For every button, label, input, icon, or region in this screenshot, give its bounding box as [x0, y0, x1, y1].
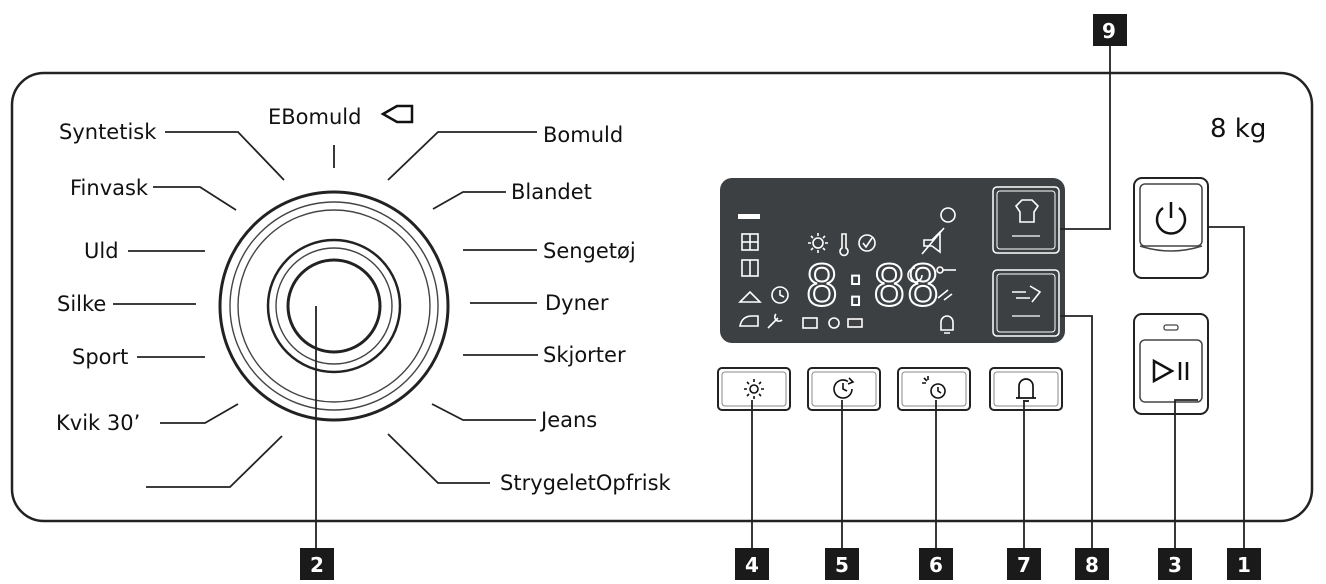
callout-2: 2 [300, 548, 334, 580]
iron-icon [739, 315, 759, 327]
tank-icon [847, 318, 863, 328]
bell-display-icon [940, 315, 954, 334]
callout-3: 3 [1158, 548, 1192, 580]
capacity-label: 8 kg [1210, 114, 1266, 144]
svg-text:Blandet: Blandet [511, 180, 592, 204]
thermometer-icon [839, 233, 849, 257]
hanger-icon [738, 290, 762, 303]
svg-text:1: 1 [1237, 553, 1251, 577]
svg-text:StrygeletOpfrisk: StrygeletOpfrisk [500, 471, 672, 495]
svg-text:7: 7 [1017, 553, 1031, 577]
spin-icon [922, 376, 946, 399]
callout-5: 5 [825, 548, 859, 580]
svg-text:5: 5 [835, 553, 849, 577]
svg-text:4: 4 [745, 553, 759, 577]
power-icon [1155, 202, 1187, 235]
display-digits: 8:88 [805, 254, 940, 319]
svg-text:Sengetøj: Sengetøj [543, 239, 636, 263]
svg-text:Kvik 30’: Kvik 30’ [56, 411, 140, 435]
svg-text:Uld: Uld [84, 239, 119, 263]
svg-text:8: 8 [1085, 553, 1099, 577]
panel-outline [10, 71, 1314, 523]
timer-hand-icon [907, 267, 923, 283]
sun-icon [812, 237, 824, 249]
svg-text:3: 3 [1168, 553, 1182, 577]
drum-icon [940, 207, 956, 223]
delay-timer-icon [833, 377, 855, 399]
svg-text:Bomuld: Bomuld [543, 123, 623, 147]
start-indicator-led [1163, 324, 1179, 331]
svg-text:Finvask: Finvask [70, 176, 149, 200]
steam-shirt-icon [1014, 199, 1040, 223]
filter-icon [828, 317, 840, 329]
spin-button[interactable] [897, 367, 971, 411]
svg-text:Sport: Sport [72, 345, 128, 369]
program-dial[interactable] [218, 190, 450, 422]
svg-text:6: 6 [929, 553, 943, 577]
drum-clean-icon [802, 317, 818, 329]
runner-icon [937, 289, 953, 301]
power-button[interactable] [1133, 177, 1209, 279]
svg-text:9: 9 [1102, 19, 1116, 43]
bell-button[interactable] [989, 367, 1063, 411]
start-pause-icon [1152, 358, 1189, 384]
svg-text:Jeans: Jeans [539, 408, 597, 432]
steam-touch-key[interactable] [992, 186, 1060, 254]
callout-leader-lines [315, 40, 1245, 548]
program-labels-right: Bomuld Blandet Sengetøj Dyner Skjorter J… [500, 123, 672, 495]
svg-text:Skjorter: Skjorter [543, 343, 626, 367]
delay-timer-button[interactable] [807, 367, 881, 411]
callout-4: 4 [735, 548, 769, 580]
svg-text:Silke: Silke [57, 292, 106, 316]
svg-text:2: 2 [310, 553, 324, 577]
quick-touch-key[interactable] [992, 269, 1060, 337]
callout-1: 1 [1227, 548, 1261, 580]
callout-7: 7 [1007, 548, 1041, 580]
clock-icon [771, 286, 789, 304]
temperature-icon [744, 379, 764, 399]
level-bars-icon [738, 214, 760, 219]
temperature-button[interactable] [717, 367, 791, 411]
callout-6: 6 [919, 548, 953, 580]
callout-9: 9 [1093, 14, 1127, 46]
eco-tag-icon [380, 104, 414, 124]
dial-leader-lines [113, 131, 538, 488]
program-labels-left: Syntetisk Finvask Uld Silke Sport Kvik 3… [56, 120, 157, 435]
wrench-icon [767, 313, 783, 329]
svg-text:Dyner: Dyner [545, 291, 609, 315]
mute-icon [921, 227, 945, 255]
program-label-top: EBomuld [268, 105, 361, 129]
dial-knob[interactable] [286, 258, 382, 354]
callout-8: 8 [1075, 548, 1109, 580]
svg-text:Syntetisk: Syntetisk [59, 120, 157, 144]
check-icon [858, 234, 876, 252]
quick-wash-icon [1012, 285, 1042, 303]
start-pause-button[interactable] [1133, 313, 1209, 415]
lcd-display: 8:88 [720, 178, 1065, 343]
